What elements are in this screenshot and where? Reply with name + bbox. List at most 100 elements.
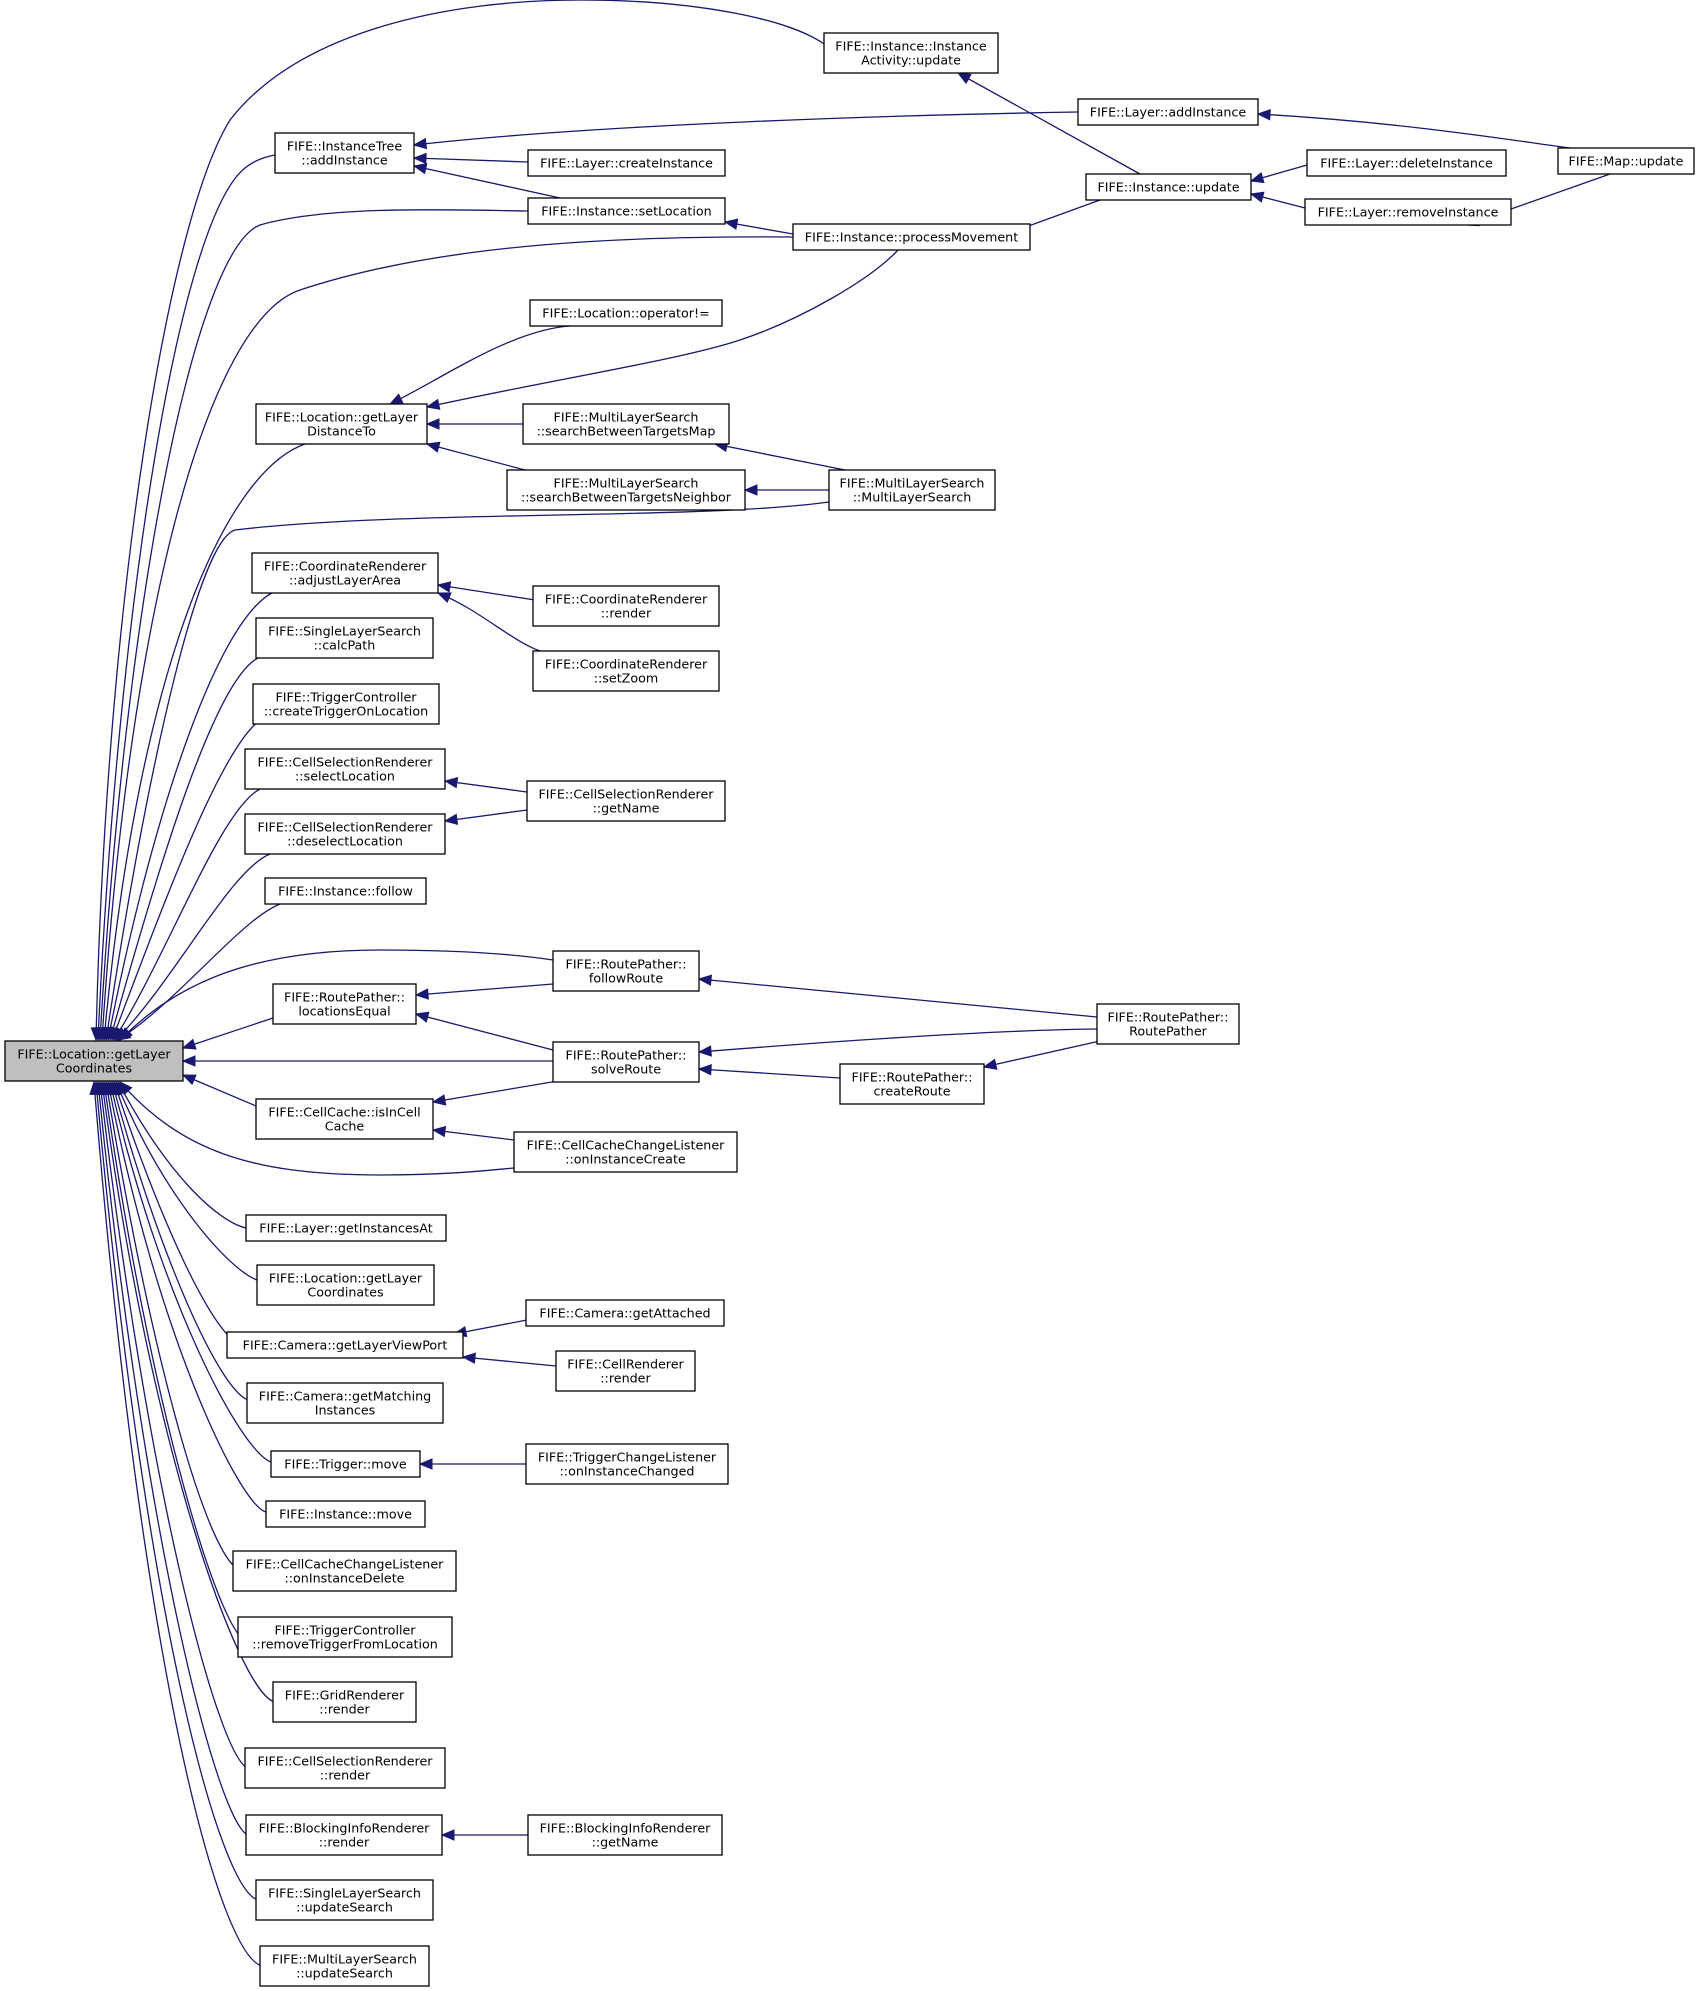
- node-map_update[interactable]: FIFE::Map::update: [1557, 147, 1695, 175]
- node-label-line: ::setZoom: [594, 671, 659, 686]
- node-inst_move[interactable]: FIFE::Instance::move: [265, 1500, 426, 1528]
- node-cccl_delete[interactable]: FIFE::CellCacheChangeListener::onInstanc…: [232, 1550, 457, 1592]
- node-tcl_changed[interactable]: FIFE::TriggerChangeListener::onInstanceC…: [525, 1443, 729, 1485]
- node-tc_create[interactable]: FIFE::TriggerController::createTriggerOn…: [252, 683, 440, 725]
- node-cam_viewport[interactable]: FIFE::Camera::getLayerViewPort: [226, 1331, 464, 1359]
- node-inst_setloc[interactable]: FIFE::Instance::setLocation: [527, 197, 726, 225]
- node-rp_loceq[interactable]: FIFE::RoutePather::locationsEqual: [272, 983, 417, 1025]
- node-label-line: FIFE::CoordinateRenderer: [545, 592, 708, 607]
- node-layer_add[interactable]: FIFE::Layer::addInstance: [1077, 98, 1259, 126]
- node-box: [245, 1214, 447, 1242]
- node-layer_delete[interactable]: FIFE::Layer::deleteInstance: [1306, 149, 1507, 177]
- node-cellr_render[interactable]: FIFE::CellRenderer::render: [555, 1350, 696, 1392]
- edge-sls_calc-to-root: [109, 657, 259, 1041]
- node-box: [244, 1747, 446, 1789]
- node-label-line: ::addInstance: [301, 153, 388, 168]
- node-bir_render[interactable]: FIFE::BlockingInfoRenderer::render: [245, 1814, 443, 1856]
- node-box: [270, 1450, 421, 1478]
- node-box: [529, 299, 723, 327]
- node-layer_getat[interactable]: FIFE::Layer::getInstancesAt: [245, 1214, 447, 1242]
- node-box: [1557, 147, 1695, 175]
- node-label-line: ::updateSearch: [296, 1966, 393, 1981]
- arrowhead-rp_solve-to-cc_isin: [431, 1094, 447, 1106]
- node-box: [527, 149, 726, 177]
- edge-inst_procmove-to-loc_dist: [426, 249, 899, 408]
- edge-cccl_create-to-cc_isin: [432, 1129, 515, 1141]
- edge-rp_ctor-to-rp_create: [983, 1040, 1101, 1068]
- node-csr_deselect[interactable]: FIFE::CellSelectionRenderer::deselectLoc…: [244, 813, 446, 855]
- node-label-line: FIFE::TriggerController: [275, 690, 417, 705]
- node-mls_btm[interactable]: FIFE::MultiLayerSearch::searchBetweenTar…: [522, 403, 730, 445]
- node-rp_ctor[interactable]: FIFE::RoutePather::RoutePather: [1096, 1003, 1240, 1045]
- node-box: [552, 1041, 700, 1083]
- node-inst_procmove[interactable]: FIFE::Instance::processMovement: [792, 223, 1031, 251]
- node-grid_render[interactable]: FIFE::GridRenderer::render: [272, 1681, 417, 1723]
- node-coord_render[interactable]: FIFE::CoordinateRenderer::render: [532, 585, 720, 627]
- node-csr_getname[interactable]: FIFE::CellSelectionRenderer::getName: [526, 780, 726, 822]
- arrowhead-cccl_create-to-cc_isin: [431, 1125, 447, 1138]
- node-box: [255, 403, 428, 445]
- node-cam_attached[interactable]: FIFE::Camera::getAttached: [525, 1299, 725, 1327]
- call-nodes: FIFE::Location::getLayerCoordinatesFIFE:…: [4, 32, 1695, 1987]
- node-label-line: FIFE::RoutePather::: [566, 957, 687, 972]
- edge-mls_ctor-to-mls_btm: [714, 443, 846, 471]
- node-csr_render[interactable]: FIFE::CellSelectionRenderer::render: [244, 1747, 446, 1789]
- edge-grid_render-to-root: [101, 1081, 276, 1703]
- node-label-line: FIFE::MultiLayerSearch: [554, 410, 699, 425]
- node-bir_getname[interactable]: FIFE::BlockingInfoRenderer::getName: [527, 1814, 723, 1856]
- node-mls_ctor[interactable]: FIFE::MultiLayerSearch::MultiLayerSearch: [828, 469, 996, 511]
- node-label-line: FIFE::SingleLayerSearch: [268, 1886, 421, 1901]
- node-label-line: DistanceTo: [307, 424, 376, 439]
- node-label-line: ::calcPath: [314, 638, 376, 653]
- edge-inst_procmove-to-root: [101, 236, 794, 1041]
- node-box: [823, 32, 999, 74]
- node-cccl_create[interactable]: FIFE::CellCacheChangeListener::onInstanc…: [513, 1131, 738, 1173]
- node-label-line: FIFE::GridRenderer: [285, 1688, 405, 1703]
- node-layer_create[interactable]: FIFE::Layer::createInstance: [527, 149, 726, 177]
- node-coord_adjust[interactable]: FIFE::CoordinateRenderer::adjustLayerAre…: [251, 552, 439, 594]
- edge-layer_getat-to-root: [117, 1081, 247, 1229]
- node-coord_zoom[interactable]: FIFE::CoordinateRenderer::setZoom: [532, 650, 720, 692]
- node-rp_create[interactable]: FIFE::RoutePather::createRoute: [839, 1063, 985, 1105]
- node-box: [245, 1814, 443, 1856]
- node-label-line: FIFE::Layer::addInstance: [1090, 105, 1247, 120]
- node-tc_remove[interactable]: FIFE::TriggerController::removeTriggerFr…: [237, 1616, 453, 1658]
- node-csr_select[interactable]: FIFE::CellSelectionRenderer::selectLocat…: [244, 748, 446, 790]
- node-mls_update[interactable]: FIFE::MultiLayerSearch::updateSearch: [259, 1945, 430, 1987]
- node-box: [792, 223, 1031, 251]
- node-label-line: FIFE::Camera::getAttached: [539, 1306, 710, 1321]
- node-box: [532, 585, 720, 627]
- node-box: [237, 1616, 453, 1658]
- node-box: [244, 813, 446, 855]
- node-sls_calc[interactable]: FIFE::SingleLayerSearch::calcPath: [255, 617, 434, 659]
- node-inst_update[interactable]: FIFE::Instance::update: [1085, 173, 1252, 201]
- node-trig_move[interactable]: FIFE::Trigger::move: [270, 1450, 421, 1478]
- node-rp_solve[interactable]: FIFE::RoutePather::solveRoute: [552, 1041, 700, 1083]
- node-loc_neq[interactable]: FIFE::Location::operator!=: [529, 299, 723, 327]
- node-label-line: Cache: [325, 1119, 365, 1134]
- node-layer_remove[interactable]: FIFE::Layer::removeInstance: [1304, 198, 1512, 226]
- node-label-line: FIFE::Location::getLayer: [265, 410, 419, 425]
- arrowhead-rp_follow-to-root: [119, 1027, 133, 1041]
- edge-rp_follow-to-rp_loceq: [415, 983, 554, 996]
- arrowhead-coord_render-to-coord_adjust: [436, 581, 452, 593]
- node-label-line: Activity::update: [861, 53, 961, 68]
- node-box: [252, 683, 440, 725]
- node-label-line: Coordinates: [307, 1285, 383, 1300]
- node-sls_update[interactable]: FIFE::SingleLayerSearch::updateSearch: [255, 1879, 434, 1921]
- node-inst_follow[interactable]: FIFE::Instance::follow: [264, 877, 427, 905]
- edge-coord_adjust-to-root: [107, 592, 273, 1041]
- node-itree_add[interactable]: FIFE::InstanceTree::addInstance: [274, 132, 415, 174]
- node-rp_follow[interactable]: FIFE::RoutePather::followRoute: [552, 950, 700, 992]
- node-label-line: FIFE::Location::getLayer: [17, 1047, 171, 1062]
- edge-coord_render-to-coord_adjust: [437, 584, 536, 601]
- node-box: [527, 1814, 723, 1856]
- edge-inst_follow-to-root: [117, 903, 281, 1041]
- node-mls_btn[interactable]: FIFE::MultiLayerSearch::searchBetweenTar…: [506, 469, 746, 511]
